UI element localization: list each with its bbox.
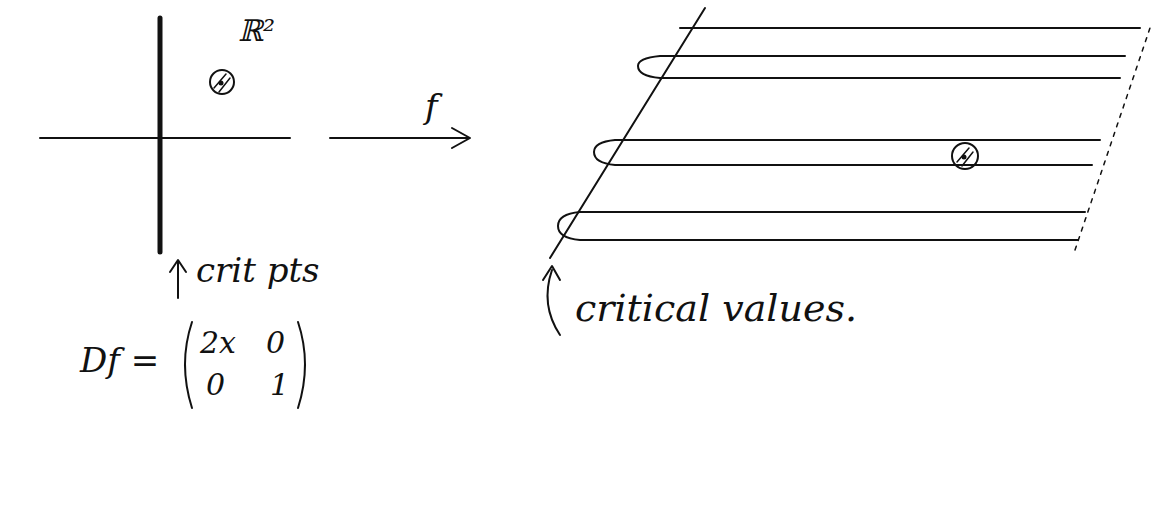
space-label: ℝ² — [238, 14, 275, 47]
matrix-entry: 1 — [270, 368, 289, 401]
matrix-entry: 0 — [266, 326, 285, 359]
matrix-bracket — [298, 322, 305, 408]
sheet-edge — [550, 8, 705, 258]
matrix-entry: 0 — [206, 368, 225, 401]
note: crit pts — [196, 252, 320, 289]
fold — [638, 56, 1125, 78]
pointer-arrow — [177, 262, 179, 298]
map-name: f — [425, 88, 438, 125]
fold — [594, 140, 1100, 165]
image-disc — [952, 143, 978, 169]
vertical-axis — [158, 18, 163, 252]
pointer-bracket — [548, 270, 561, 335]
neighborhood-disc — [210, 70, 234, 94]
note: critical values. — [575, 288, 857, 330]
matrix-entry: 2x — [200, 326, 236, 359]
matrix-name: Df = — [80, 342, 159, 379]
matrix-bracket — [185, 322, 192, 408]
map-arrow — [330, 137, 468, 139]
horizontal-axis — [40, 137, 290, 139]
fold — [558, 212, 1085, 240]
